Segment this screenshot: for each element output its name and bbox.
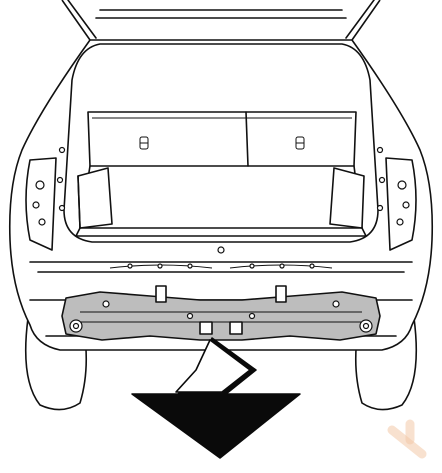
cargo-side-boxes (77, 167, 365, 229)
cargo-opening (63, 43, 379, 243)
tail-light-areas (25, 157, 417, 251)
bracket-right (275, 285, 287, 303)
liftgate (67, 0, 375, 39)
bracket-left (155, 285, 167, 303)
watermark-logo (387, 419, 427, 459)
bumper-reinforcement (61, 285, 381, 341)
bumper-reinforcement-beam (61, 291, 381, 341)
body-mounting-holes (56, 146, 386, 254)
tab-left (199, 321, 213, 335)
tab-right (229, 321, 243, 335)
arrow-top-face (175, 339, 251, 393)
